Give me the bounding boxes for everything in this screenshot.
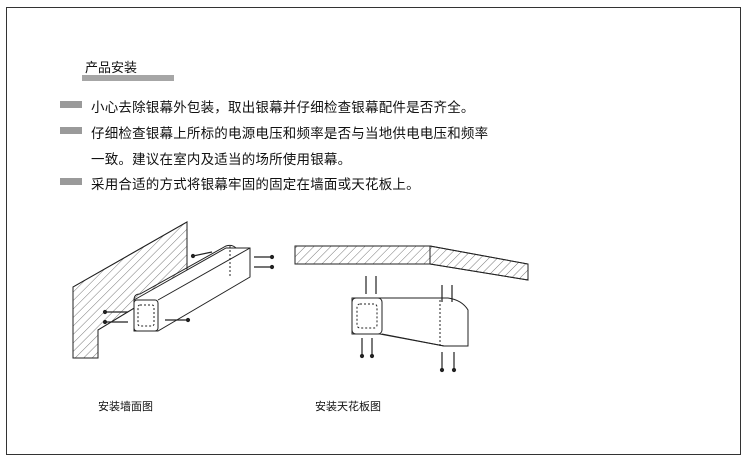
- wall-mount-caption: 安装墙面图: [98, 400, 153, 413]
- ceiling-mount-caption: 安装天花板图: [315, 400, 381, 413]
- casing-end: [133, 299, 159, 332]
- wall-mount-diagram: [72, 221, 275, 359]
- ceiling-hatch: [294, 245, 529, 281]
- instruction-line: 仔细检查银幕上所标的电源电压和频率是否与当地供电电压和频率: [91, 126, 489, 142]
- screen-casing: [133, 247, 251, 332]
- instruction-line: 采用合适的方式将银幕牢固的固定在墙面或天花板上。: [91, 177, 420, 193]
- section-title-underline: [82, 75, 174, 81]
- casing-end: [351, 297, 383, 335]
- section-title: 产品安装: [85, 61, 138, 76]
- bullet-marker: [60, 101, 82, 108]
- instruction-line: 小心去除银幕外包装，取出银幕并仔细检查银幕配件是否齐全。: [91, 100, 475, 116]
- bullet-marker: [60, 178, 82, 185]
- ceiling-mount-diagram: [294, 245, 529, 373]
- page-frame: [6, 7, 741, 455]
- screws: [102, 251, 275, 325]
- instruction-line: 一致。建议在室内及适当的场所使用银幕。: [91, 152, 352, 168]
- bullet-marker: [60, 127, 82, 134]
- screws: [359, 276, 457, 373]
